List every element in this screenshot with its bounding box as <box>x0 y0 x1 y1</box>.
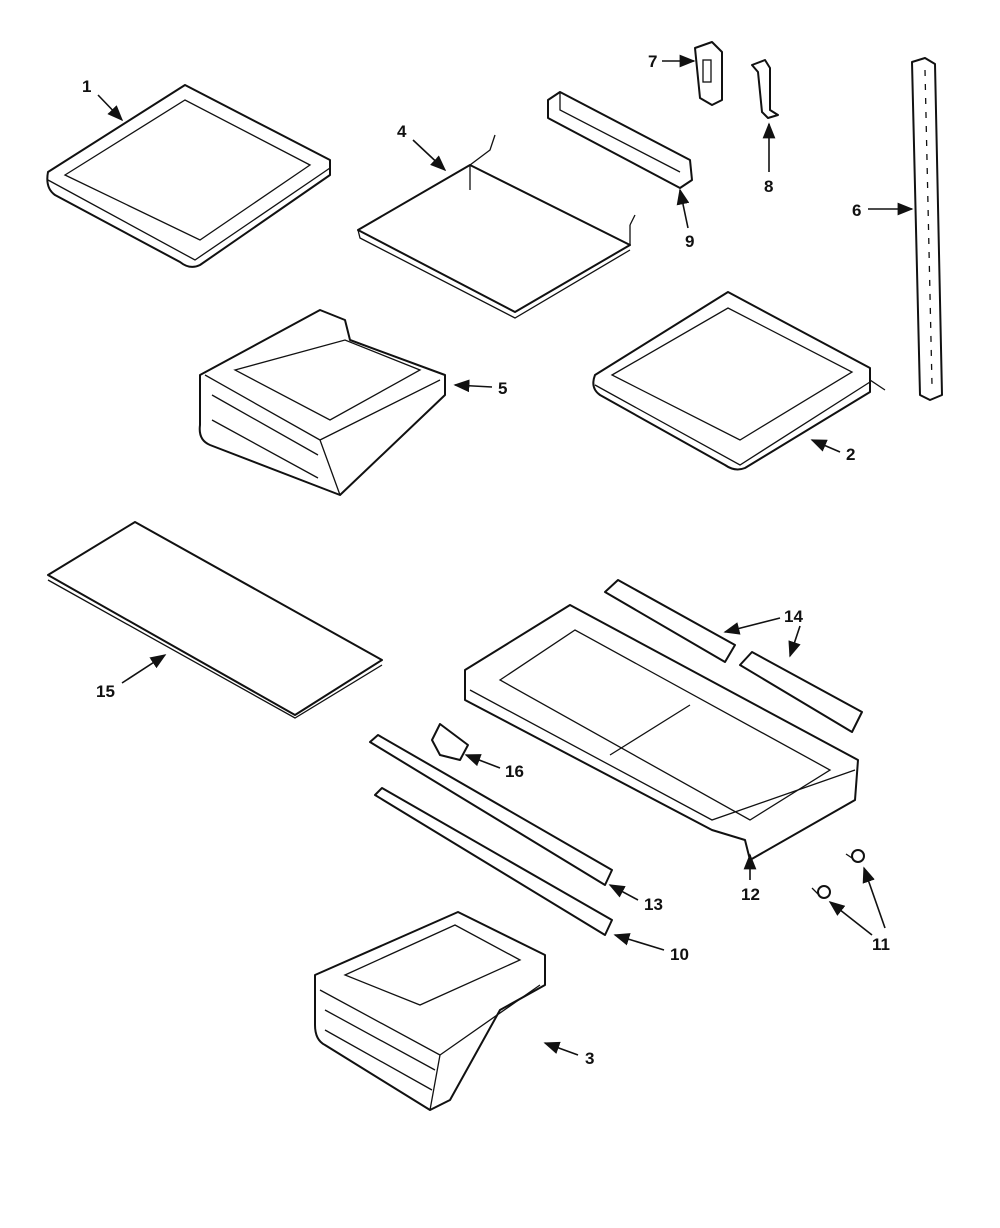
part-8-clip <box>751 59 779 119</box>
label-12: 12 <box>741 885 760 904</box>
part-5-drawer <box>198 309 446 496</box>
callout-5: 5 <box>453 379 507 398</box>
part-13-rail <box>369 734 613 886</box>
callout-6: 6 <box>852 201 914 220</box>
label-4: 4 <box>397 122 407 141</box>
callout-14: 14 <box>723 607 803 658</box>
callout-2: 2 <box>810 439 855 464</box>
part-4-wire-shelf <box>357 134 636 319</box>
label-5: 5 <box>498 379 507 398</box>
label-1: 1 <box>82 77 91 96</box>
label-10: 10 <box>670 945 689 964</box>
part-2-shelf <box>592 291 886 471</box>
callout-10: 10 <box>613 933 689 964</box>
callout-9: 9 <box>676 188 694 251</box>
label-11: 11 <box>872 935 890 954</box>
part-14-rails <box>604 579 863 733</box>
label-16: 16 <box>505 762 524 781</box>
part-9-trim <box>547 91 693 189</box>
label-3: 3 <box>585 1049 594 1068</box>
label-9: 9 <box>685 232 694 251</box>
label-8: 8 <box>764 177 773 196</box>
callout-15: 15 <box>96 654 167 701</box>
part-7-bracket <box>694 41 723 106</box>
callout-7: 7 <box>648 52 696 71</box>
label-13: 13 <box>644 895 663 914</box>
label-14: 14 <box>784 607 803 626</box>
label-2: 2 <box>846 445 855 464</box>
part-6-ladder-rail <box>911 57 943 401</box>
callout-4: 4 <box>397 122 447 172</box>
callout-3: 3 <box>543 1041 594 1068</box>
part-1-shelf <box>46 84 331 268</box>
callout-16: 16 <box>464 754 524 781</box>
callout-12: 12 <box>741 853 760 904</box>
callout-11: 11 <box>828 866 890 954</box>
callout-1: 1 <box>82 77 124 122</box>
label-6: 6 <box>852 201 861 220</box>
label-15: 15 <box>96 682 115 701</box>
part-11-screws <box>811 849 865 899</box>
part-3-drawer <box>314 911 546 1111</box>
callout-8: 8 <box>762 122 776 196</box>
part-16-stop <box>431 723 469 761</box>
callout-13: 13 <box>608 884 663 914</box>
part-15-glass <box>47 521 383 719</box>
part-10-rail <box>374 787 613 936</box>
label-7: 7 <box>648 52 657 71</box>
